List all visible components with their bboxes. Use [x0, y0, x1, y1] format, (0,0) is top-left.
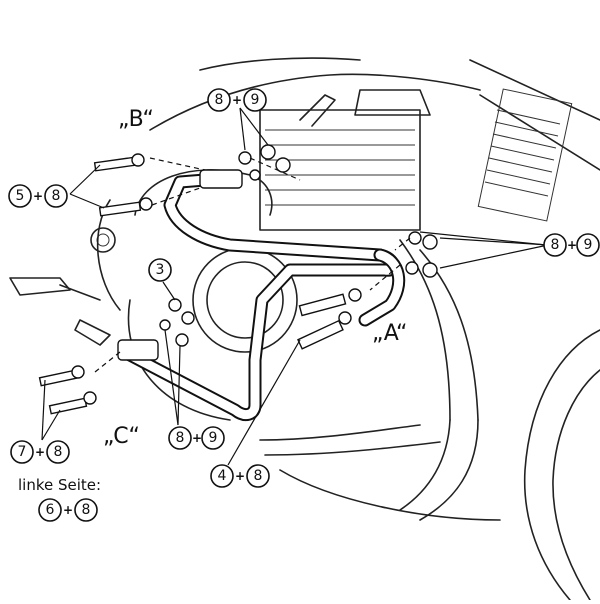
part-number: 8 — [52, 188, 61, 204]
part-number: 8 — [176, 430, 185, 446]
washer-right-2 — [405, 261, 419, 275]
plus-sign: + — [235, 469, 245, 483]
washer-lower-1 — [175, 333, 189, 347]
view-label-b: „B“ — [118, 107, 154, 132]
part-number: 9 — [584, 237, 593, 253]
washer-a-1 — [348, 288, 362, 302]
fasteners — [38, 144, 438, 415]
callout-lower-8-9: 8 + 9 — [168, 426, 225, 450]
bolt-upper-1 — [93, 153, 145, 172]
part-number: 6 — [46, 502, 55, 518]
plus-sign: + — [192, 431, 202, 445]
callout-right-8-9: 8 + 9 — [543, 233, 600, 257]
part-number: 8 — [82, 502, 91, 518]
callout-left-5-8: 5 + 8 — [8, 184, 68, 208]
callout-left-side-6-8: 6 + 8 — [38, 498, 98, 522]
washer-right-1 — [408, 231, 422, 245]
washer-top-2 — [249, 169, 261, 181]
engine-cylinder — [259, 89, 431, 231]
bracket-upper — [199, 169, 243, 189]
view-label-c: „C“ — [103, 424, 140, 449]
exhaust-pipes — [259, 239, 479, 521]
plus-sign: + — [35, 445, 45, 459]
plus-sign: + — [63, 503, 73, 517]
bracket-lower — [117, 339, 159, 361]
callout-item-3: 3 — [148, 258, 172, 282]
spacer-3b — [181, 311, 195, 325]
leader-lines — [41, 107, 549, 466]
part-number: 7 — [18, 444, 27, 460]
part-number: 4 — [218, 468, 227, 484]
bolt-c-1 — [38, 365, 85, 387]
footpeg — [9, 277, 111, 346]
motorcycle-sketch — [9, 57, 600, 601]
part-number: 8 — [254, 468, 263, 484]
part-number: 5 — [16, 188, 25, 204]
nut-top-2 — [275, 157, 291, 173]
left-side-label: linke Seite: — [18, 476, 101, 494]
callout-top-8-9: 8 + 9 — [207, 88, 267, 112]
bolt-a-1 — [298, 293, 347, 317]
bolt-upper-2 — [98, 197, 153, 217]
nut-top-1 — [260, 144, 276, 160]
callout-left-7-8: 7 + 8 — [10, 440, 70, 464]
part-number: 3 — [156, 262, 165, 278]
bolt-c-2 — [48, 391, 97, 415]
engine-guard-bar — [117, 169, 406, 422]
part-number: 9 — [209, 430, 218, 446]
part-number: 8 — [54, 444, 63, 460]
nut-right-2 — [422, 262, 438, 278]
part-number: 9 — [251, 92, 260, 108]
bolt-a-2 — [297, 319, 344, 350]
washer-lower-2 — [159, 319, 171, 331]
plus-sign: + — [232, 93, 242, 107]
part-number: 8 — [551, 237, 560, 253]
washer-top-1 — [238, 151, 252, 165]
view-label-a: „A“ — [372, 321, 407, 346]
plus-sign: + — [567, 238, 577, 252]
callout-bottom-4-8: 4 + 8 — [210, 464, 270, 488]
part-number: 8 — [215, 92, 224, 108]
cooler-fins — [477, 88, 573, 222]
washer-a-2 — [338, 311, 352, 325]
plus-sign: + — [33, 189, 43, 203]
spacer-3a — [168, 298, 182, 312]
nut-right-1 — [422, 234, 438, 250]
